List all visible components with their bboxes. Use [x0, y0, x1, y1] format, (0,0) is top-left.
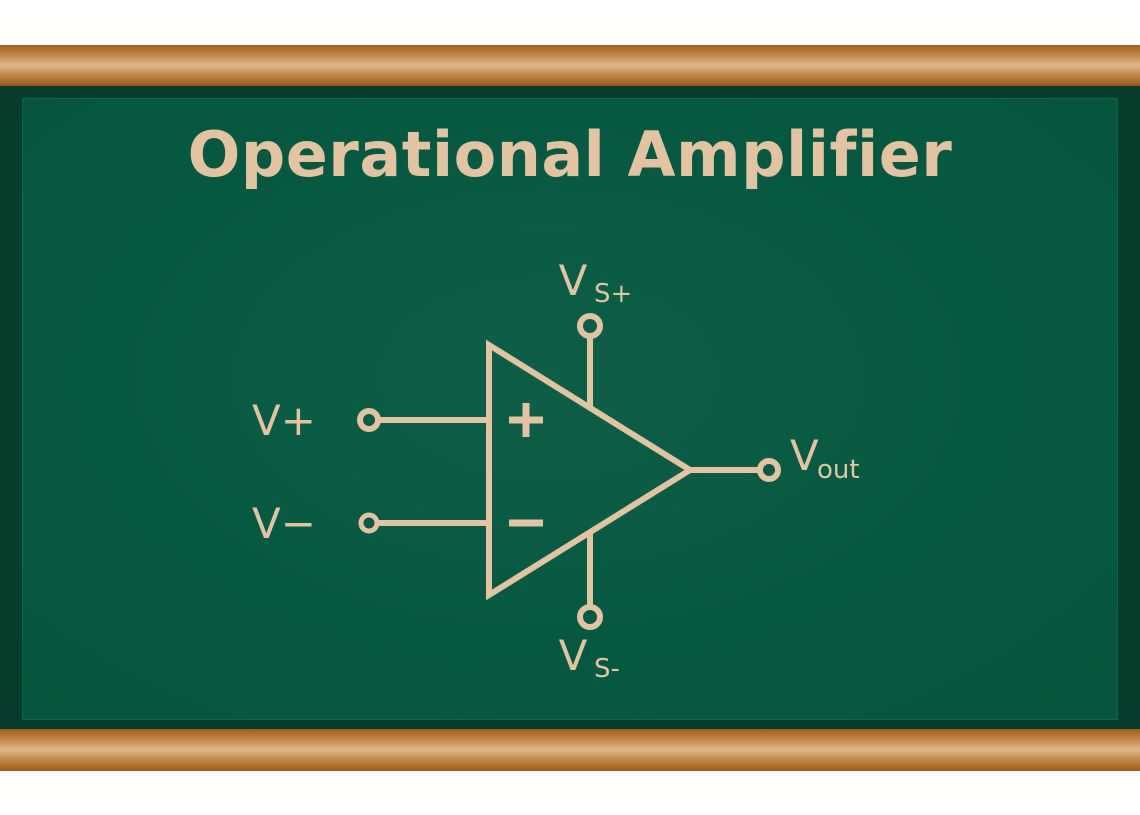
noninverting-input-terminal	[357, 408, 381, 432]
page-title: Operational Amplifier	[187, 118, 953, 191]
frame-lip-top	[0, 84, 1140, 86]
label-output-sub: out	[817, 455, 860, 485]
inverting-input-terminal	[358, 512, 380, 534]
output-terminal	[757, 458, 781, 482]
frame-rail-bottom	[0, 729, 1140, 771]
label-negative-supply-base: V	[559, 631, 588, 680]
negative-supply-terminal	[577, 604, 603, 630]
positive-supply-terminal	[577, 313, 603, 339]
label-positive-supply-base: V	[559, 256, 588, 305]
opamp-schematic: V+ V− V S+ V S- V out	[252, 256, 860, 684]
label-negative-supply-sub: S-	[594, 654, 620, 684]
label-output-base: V	[790, 431, 819, 480]
chalkboard-surface: Operational Amplifier	[22, 98, 1118, 720]
label-positive-supply-sub: S+	[594, 279, 632, 309]
label-noninverting-input: V+	[252, 396, 316, 445]
plus-sign-icon	[509, 403, 543, 437]
label-inverting-input: V−	[252, 499, 316, 548]
chalkboard-frame: Operational Amplifier	[0, 86, 1140, 730]
frame-rail-top	[0, 45, 1140, 86]
